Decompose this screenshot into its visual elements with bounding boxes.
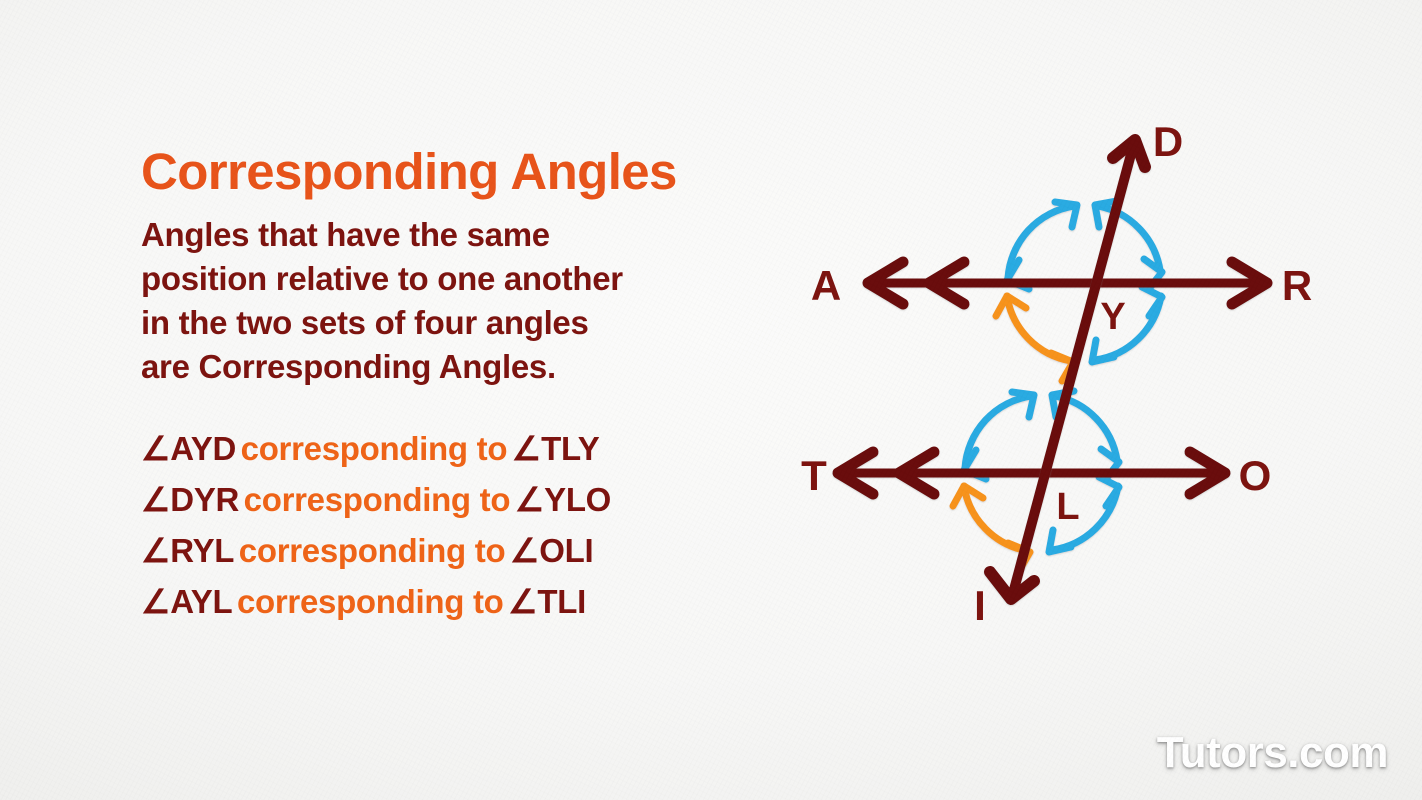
arrowhead-T-outer xyxy=(832,446,879,500)
label-T: T xyxy=(801,452,827,499)
diagram-svg: A R T O D I Y L xyxy=(801,118,1312,629)
angle-pair-connector: corresponding to xyxy=(243,480,511,518)
line-AR xyxy=(862,256,1273,310)
label-A: A xyxy=(811,262,841,309)
corresponding-angles-diagram: A R T O D I Y L xyxy=(800,110,1340,650)
angle-pair-left: ∠AYD xyxy=(141,429,237,467)
description-line-4: are Corresponding Angles. xyxy=(141,347,556,385)
angle-pair-right: ∠YLO xyxy=(514,480,612,518)
label-vertex-Y: Y xyxy=(1100,296,1125,338)
lower-angle-arc-group xyxy=(949,387,1123,575)
arrowhead-A-outer xyxy=(862,256,909,310)
angle-pair-connector: corresponding to xyxy=(236,582,504,620)
angle-pair-right: ∠TLI xyxy=(508,582,586,620)
description-paragraph: Angles that have the same position relat… xyxy=(141,213,801,389)
lower-arc-top-left xyxy=(960,388,1038,483)
arrowhead-A-inner xyxy=(923,256,970,310)
angle-pair-left: ∠AYL xyxy=(141,582,233,620)
description-line-2: position relative to one another xyxy=(141,259,623,297)
upper-arc-top-left xyxy=(1003,198,1081,293)
angle-pair-right: ∠OLI xyxy=(509,531,594,569)
watermark: Tutors.com xyxy=(1156,728,1389,777)
text-column: Corresponding Angles Angles that have th… xyxy=(141,146,801,627)
label-D: D xyxy=(1153,118,1183,165)
page-title: Corresponding Angles xyxy=(141,143,677,200)
description-line-3: in the two sets of four angles xyxy=(141,303,589,341)
arrowhead-O xyxy=(1184,446,1231,500)
description-line-1: Angles that have the same xyxy=(141,216,550,253)
angle-pair-connector: corresponding to xyxy=(238,531,506,569)
label-R: R xyxy=(1282,262,1312,309)
label-O: O xyxy=(1239,452,1272,499)
arrowhead-R xyxy=(1226,256,1273,310)
upper-angle-arc-group xyxy=(992,197,1166,385)
line-DI-transversal xyxy=(984,134,1151,605)
angle-pair-left: ∠DYR xyxy=(141,480,240,518)
line-TO xyxy=(832,446,1231,500)
arrowhead-I xyxy=(984,566,1040,605)
arrowhead-D xyxy=(1107,134,1151,173)
upper-arc-bottom-left xyxy=(992,292,1077,385)
angle-pair-right: ∠TLY xyxy=(511,429,600,467)
arrowhead-T-inner xyxy=(893,446,940,500)
angle-pair-connector: corresponding to xyxy=(240,429,508,467)
upper-arc-bottom-right xyxy=(1088,283,1166,366)
label-vertex-L: L xyxy=(1056,486,1079,528)
label-I: I xyxy=(974,582,986,629)
lower-arc-bottom-right xyxy=(1045,473,1123,556)
angle-pair-left: ∠RYL xyxy=(141,531,235,569)
